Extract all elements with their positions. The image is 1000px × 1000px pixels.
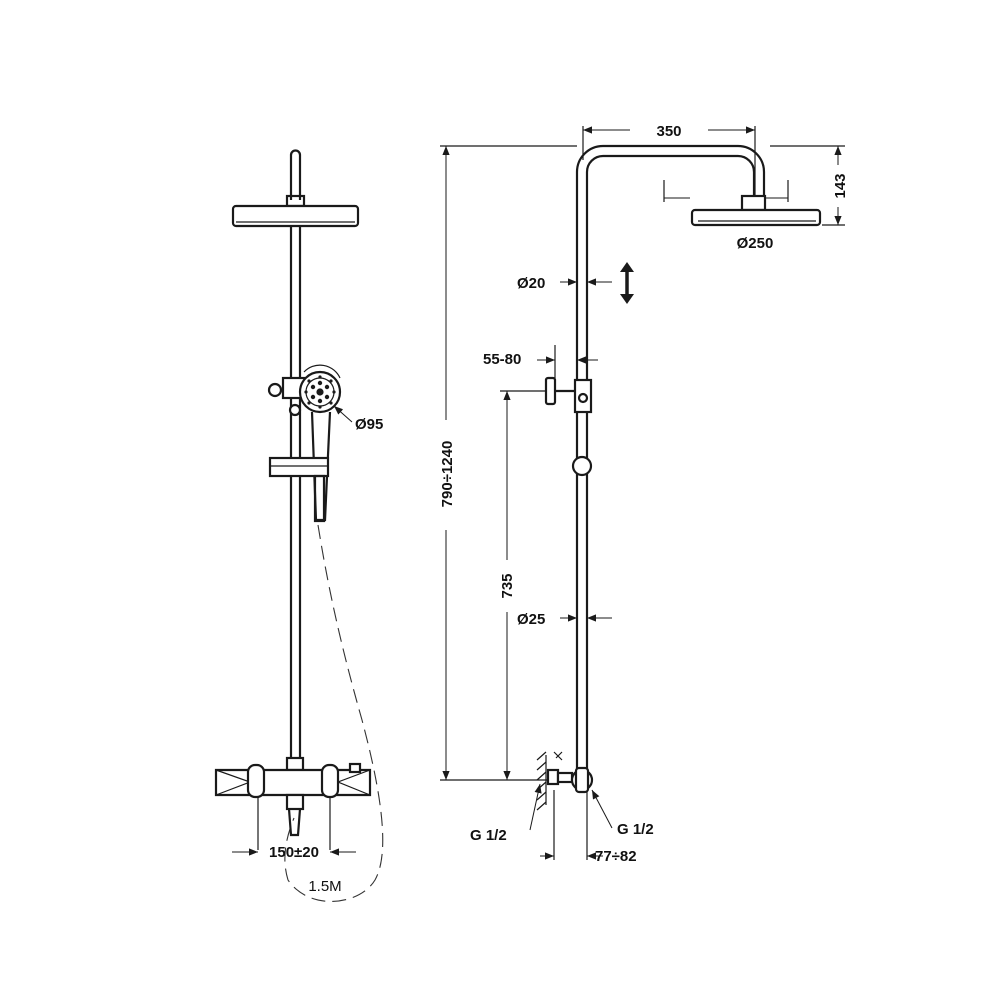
side-slider-knob <box>571 455 593 477</box>
front-shower-head <box>231 204 360 228</box>
hose-length-label: 1.5M <box>308 878 341 895</box>
head-diameter-label: Ø250 <box>737 235 774 252</box>
side-shower-head <box>690 208 822 227</box>
front-shower-arm <box>289 149 302 200</box>
column-diameter-label: Ø25 <box>517 611 545 628</box>
side-view: 77÷82 G 1/2 G 1/2 350 143 Ø250 Ø20 55-80 <box>439 123 849 865</box>
front-holder-knob <box>267 382 283 398</box>
side-head-connector <box>740 194 767 212</box>
hose-path <box>284 524 384 902</box>
front-mixer-handle-left <box>246 763 266 799</box>
height-adjust-arrow-icon <box>620 262 634 304</box>
head-width-label: 350 <box>656 123 681 140</box>
side-riser-outer <box>575 144 766 775</box>
inlet-left-label: G 1/2 <box>470 827 507 844</box>
hand-shower-nozzles <box>304 375 336 409</box>
wall-offset-label: 77÷82 <box>595 848 637 865</box>
front-mixer-handle-right <box>320 763 340 799</box>
arm-diameter-label: Ø20 <box>517 275 545 292</box>
hand-shower-diameter-label: Ø95 <box>355 416 383 433</box>
front-view: 150±20 1.5M Ø95 <box>214 149 384 902</box>
centers-label: 150±20 <box>269 844 319 861</box>
front-mixer-outlet <box>287 808 302 837</box>
offset-label: 55-80 <box>483 351 521 368</box>
column-height-label: 735 <box>499 573 516 598</box>
total-height-label: 790÷1240 <box>439 441 456 508</box>
front-thermostatic-mixer <box>214 768 372 797</box>
side-riser-inner <box>585 154 756 775</box>
head-height-label: 143 <box>832 173 849 198</box>
inlet-right-label: G 1/2 <box>617 821 654 838</box>
front-soap-dish <box>268 456 330 478</box>
front-arm-connector <box>285 194 306 208</box>
side-hand-shower <box>544 376 557 406</box>
